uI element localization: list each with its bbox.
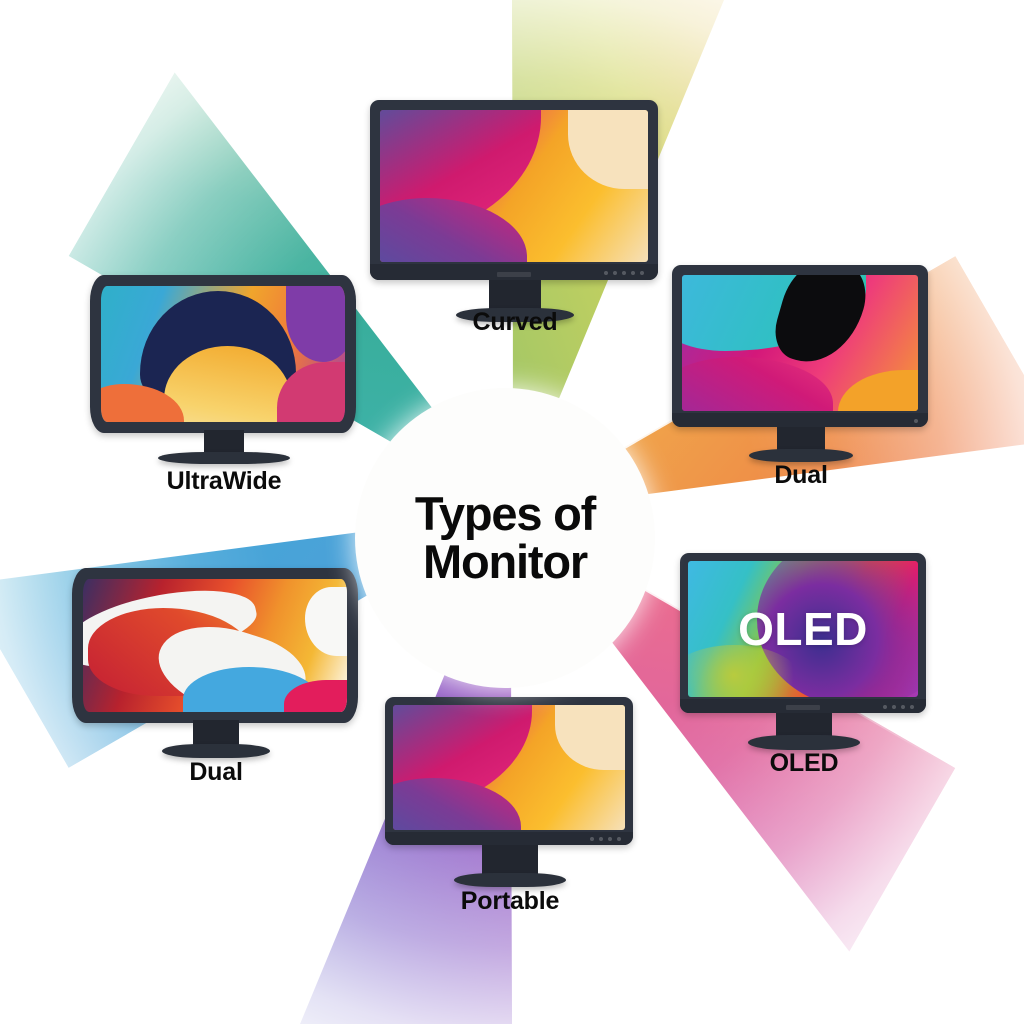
- monitor-screen: [380, 110, 648, 262]
- monitor-item-portable[interactable]: Portable: [385, 697, 635, 917]
- monitor-item-dual-left[interactable]: Dual: [72, 568, 360, 786]
- monitor-control-dots: [914, 419, 918, 423]
- monitor-graphic-dual-left: [72, 568, 358, 723]
- monitor-label-dual-left: Dual: [189, 758, 243, 786]
- monitor-chin: [370, 264, 658, 280]
- center-title-badge: Types of Monitor: [355, 388, 655, 688]
- monitor-brand-mark: [786, 705, 820, 710]
- monitor-base: [748, 735, 860, 750]
- monitor-item-curved[interactable]: Curved: [370, 100, 660, 336]
- monitor-screen-text-oled: OLED: [738, 603, 868, 655]
- wallpaper-teal-orange-arc: [101, 286, 345, 422]
- wallpaper-pink-amber: [380, 110, 648, 262]
- page-title-line-2: Monitor: [423, 535, 588, 588]
- monitor-control-dots: [590, 837, 621, 841]
- monitor-base: [456, 308, 574, 322]
- monitor-item-dual-right[interactable]: Dual: [672, 265, 930, 489]
- monitor-label-curved: Curved: [472, 308, 558, 336]
- monitor-brand-mark: [497, 272, 531, 277]
- monitor-chin: [680, 699, 926, 713]
- monitor-control-dots: [604, 271, 644, 275]
- monitor-base: [454, 873, 566, 887]
- monitor-base: [158, 452, 290, 464]
- monitor-screen: OLED: [688, 561, 918, 697]
- monitor-screen: [682, 275, 918, 411]
- monitor-screen: [393, 705, 625, 830]
- monitor-graphic-curved: [370, 100, 658, 280]
- monitor-item-oled[interactable]: OLED OLED: [680, 553, 928, 777]
- wallpaper-spectrum: [688, 561, 918, 697]
- monitor-graphic-ultrawide: [90, 275, 356, 433]
- monitor-label-portable: Portable: [460, 887, 560, 915]
- monitor-item-ultrawide[interactable]: UltraWide: [90, 275, 358, 495]
- monitor-label-ultrawide: UltraWide: [166, 467, 282, 495]
- page-title-line-1: Types of: [414, 487, 596, 541]
- monitor-graphic-portable: [385, 697, 633, 845]
- page-title: Types of Monitor: [414, 487, 596, 588]
- monitor-screen: [101, 286, 345, 422]
- monitor-label-dual-right: Dual: [774, 461, 828, 489]
- monitor-chin: [672, 413, 928, 427]
- monitor-control-dots: [883, 705, 914, 709]
- wallpaper-pink-amber: [393, 705, 625, 830]
- monitor-label-oled: OLED: [769, 749, 839, 777]
- wallpaper-cyan-magenta-swirl: [682, 275, 918, 411]
- monitor-base: [162, 744, 270, 758]
- monitor-base: [749, 449, 853, 462]
- wallpaper-red-orange-swirl: [83, 579, 347, 712]
- monitor-graphic-dual-right: [672, 265, 928, 427]
- monitor-chin: [385, 832, 633, 845]
- monitor-graphic-oled: OLED: [680, 553, 926, 713]
- monitor-screen: [83, 579, 347, 712]
